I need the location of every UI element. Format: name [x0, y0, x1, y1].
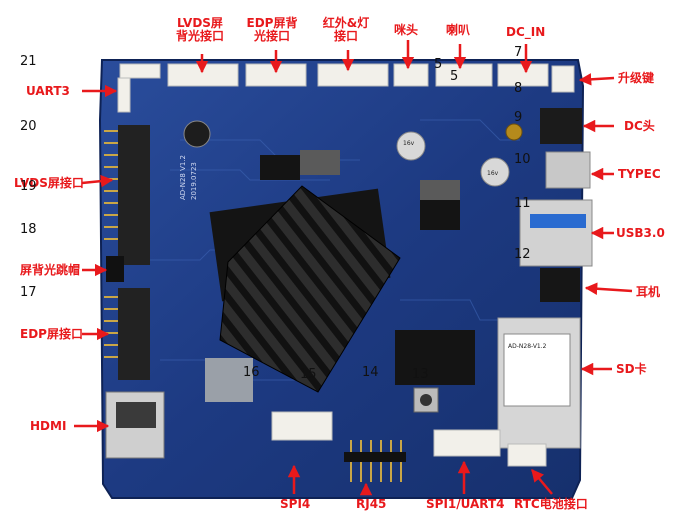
board-model-text: AD-N28 V1.2 — [179, 155, 187, 200]
number-5a: 5 — [434, 57, 443, 72]
label-sd-card: SD卡 — [616, 362, 647, 376]
label-lvds-backlight-line2: 背光接口 — [175, 29, 224, 43]
label-spi1-uart4: SPI1/UART4 — [426, 497, 505, 511]
number-18: 18 — [20, 222, 37, 237]
board-date-text: 2019.0723 — [190, 162, 198, 200]
number-10: 10 — [514, 152, 531, 167]
label-edp-connector: EDP屏接口 — [20, 327, 83, 341]
number-12: 12 — [514, 247, 531, 262]
callout-arrows — [74, 40, 633, 496]
label-dc-in: DC_IN — [506, 25, 546, 39]
label-edp-backlight: EDP屏背 光接口 — [242, 17, 302, 43]
label-ir-light-line1: 红外&灯 — [322, 16, 370, 30]
number-14: 14 — [362, 365, 379, 380]
label-upgrade-key: 升级键 — [618, 71, 655, 85]
label-ir-light: 红外&灯 接口 — [316, 17, 376, 43]
cap1-text: 16v — [403, 140, 415, 147]
number-21: 21 — [20, 54, 37, 69]
heatsink — [219, 185, 401, 393]
label-lvds-backlight: LVDS屏 背光接口 — [170, 17, 230, 43]
number-19: 19 — [20, 179, 37, 194]
label-lvds-connector: LVDS屏接口 — [14, 176, 84, 190]
number-15: 15 — [300, 367, 317, 382]
capacitors: 16v 16v — [183, 120, 523, 187]
label-earphone: 耳机 — [636, 285, 661, 299]
number-13: 13 — [412, 367, 429, 382]
number-7: 7 — [514, 45, 523, 60]
number-11: 11 — [514, 196, 531, 211]
label-uart3: UART3 — [26, 84, 70, 98]
number-5b: 5 — [450, 69, 459, 84]
cap2-text: 16v — [487, 170, 499, 177]
label-dc-head: DC头 — [624, 119, 655, 133]
right-ports: AD-N28-V1.2 — [497, 108, 593, 449]
label-backlight-jumper: 屏背光跳帽 — [20, 263, 81, 277]
label-mic: 咪头 — [394, 23, 419, 37]
bottom-connectors — [271, 411, 547, 467]
label-spi4: SPI4 — [280, 497, 311, 511]
label-rj45: RJ45 — [356, 497, 387, 511]
label-usb3: USB3.0 — [616, 226, 665, 240]
label-edp-backlight-line2: 光接口 — [253, 29, 290, 43]
number-20: 20 — [20, 119, 37, 134]
label-ir-light-line2: 接口 — [333, 29, 358, 43]
number-17: 17 — [20, 285, 37, 300]
label-lvds-backlight-line1: LVDS屏 — [177, 16, 223, 30]
label-hdmi: HDMI — [30, 419, 67, 433]
number-9: 9 — [514, 110, 523, 125]
label-speaker: 喇叭 — [446, 23, 471, 37]
label-edp-backlight-line1: EDP屏背 — [246, 16, 298, 30]
label-rtc-battery: RTC电池接口 — [514, 497, 588, 511]
number-8: 8 — [514, 81, 523, 96]
label-typec: TYPEC — [618, 167, 661, 181]
sd-sticker-text: AD-N28-V1.2 — [508, 343, 547, 350]
number-16: 16 — [243, 365, 260, 380]
left-headers — [106, 125, 150, 380]
